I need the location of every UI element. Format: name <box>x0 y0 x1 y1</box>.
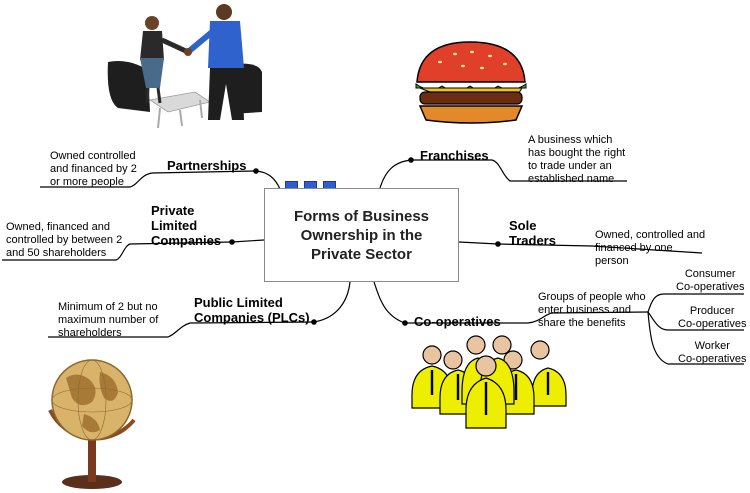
underline-plcs <box>48 321 315 338</box>
node-dot-sole-traders <box>495 241 501 247</box>
node-dot-plcs <box>311 319 317 325</box>
branch-label-partnerships[interactable]: Partnerships <box>167 158 247 173</box>
underline-cooperatives <box>405 311 649 324</box>
node-dot-cooperatives <box>402 320 408 326</box>
underline-partnerships <box>40 170 257 188</box>
branch-desc-partnerships: Owned controlled and financed by 2 or mo… <box>50 150 137 188</box>
coop-type-worker[interactable]: Worker Co-operatives <box>678 340 747 365</box>
underline-sole-traders <box>497 243 703 254</box>
underline-private-limited <box>2 241 233 261</box>
crowd-illustration <box>411 335 567 429</box>
central-topic[interactable]: Forms of Business Ownership in the Priva… <box>264 188 459 282</box>
branch-desc-franchises: A business which has bought the right to… <box>528 134 626 185</box>
central-topic-title: Forms of Business Ownership in the Priva… <box>293 207 430 263</box>
branch-desc-sole-traders: Owned, controlled and financed by one pe… <box>595 229 706 267</box>
coop-type-consumer[interactable]: Consumer Co-operatives <box>676 268 745 293</box>
connector-franchises <box>379 159 412 189</box>
branch-label-sole-traders[interactable]: Sole Traders <box>509 218 556 248</box>
connector-worker-coop <box>647 311 744 365</box>
node-dot-franchises <box>408 157 414 163</box>
connector-private-limited <box>231 239 265 243</box>
connector-cooperatives <box>373 281 406 324</box>
connector-plcs <box>313 281 351 323</box>
branch-label-franchises[interactable]: Franchises <box>420 148 489 163</box>
connector-sole-traders <box>458 241 499 245</box>
globe-illustration <box>48 359 136 489</box>
branch-label-plcs[interactable]: Public Limited Companies (PLCs) <box>194 295 310 325</box>
connector-consumer-coop <box>647 293 744 313</box>
branch-desc-cooperatives: Groups of people who enter business and … <box>538 291 646 329</box>
node-dot-partnerships <box>253 168 259 174</box>
connector-partnerships <box>255 170 281 190</box>
branch-label-cooperatives[interactable]: Co-operatives <box>414 314 501 329</box>
underline-franchises <box>411 159 627 182</box>
branch-desc-plcs: Minimum of 2 but no maximum number of sh… <box>58 301 159 339</box>
branch-label-private-limited[interactable]: Private Limited Companies <box>151 203 222 248</box>
handshake-illustration <box>107 4 262 129</box>
burger-illustration <box>415 41 527 124</box>
connector-producer-coop <box>647 311 744 331</box>
branch-desc-private-limited: Owned, financed and controlled by betwee… <box>6 221 123 259</box>
coop-type-producer[interactable]: Producer Co-operatives <box>678 305 747 330</box>
node-dot-private-limited <box>229 239 235 245</box>
